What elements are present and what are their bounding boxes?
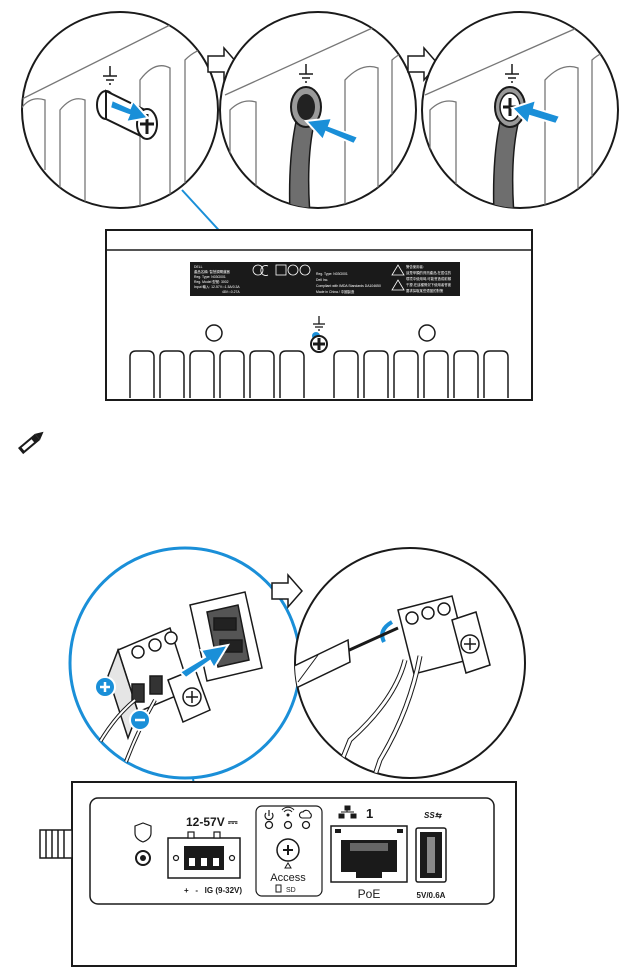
- device-top-view: DELL 產品名稱: 智慧調閘道器 Reg. Type: N03G001 Reg…: [105, 229, 533, 401]
- usb-rating: 5V/0.6A: [417, 891, 446, 900]
- poe-label: PoE: [358, 887, 381, 901]
- label-line: DELL: [194, 265, 203, 269]
- sd-label: SD: [286, 887, 296, 894]
- screwdriver-icon: [295, 626, 399, 691]
- power-step-2-circle: [294, 547, 526, 779]
- device-front-panel: 12-57V ⎓ + - IG (9-32V): [39, 781, 517, 967]
- security-shield-icon: [134, 822, 152, 843]
- wire-lug-icon: [290, 86, 322, 128]
- pin-labels: + - IG (9-32V): [184, 886, 242, 895]
- port-number: 1: [366, 806, 373, 821]
- insert-arrow-icon: [303, 116, 360, 146]
- ground-wire: [288, 121, 315, 208]
- positive-terminal-icon: [94, 676, 116, 698]
- mount-hole: [418, 324, 436, 342]
- power-led: [264, 820, 274, 830]
- power-terminal-socket[interactable]: [167, 831, 241, 879]
- step-arrow-icon: [271, 573, 303, 609]
- label-line: 48V⎓0.27A: [222, 290, 240, 294]
- antenna-connector-icon: [39, 829, 73, 859]
- compliance-line: Reg. Type: N03G001: [316, 272, 348, 276]
- heatsink-fins: [129, 350, 509, 398]
- usb-port[interactable]: [415, 827, 447, 883]
- mount-hole: [205, 324, 223, 342]
- note-pencil-icon: [18, 431, 44, 455]
- triangle-icon: [284, 862, 292, 869]
- access-screw-icon[interactable]: [276, 838, 300, 862]
- warning-line: 要求採取某些適當的對策: [406, 288, 444, 293]
- network-icon: [338, 805, 357, 819]
- insert-arrow-icon: [178, 643, 231, 680]
- compliance-line: Made in China / 中國製造: [316, 289, 355, 294]
- power-wires: [368, 655, 422, 778]
- ground-symbol: [505, 64, 519, 83]
- reset-button[interactable]: [135, 850, 151, 866]
- terminal-plug: [107, 626, 211, 741]
- compliance-line: Compliant with IMDA Standards DA104650: [316, 284, 381, 288]
- negative-terminal-icon: [129, 709, 151, 731]
- wireless-led: [283, 820, 293, 830]
- access-label: Access: [270, 872, 306, 884]
- label-line: Input 輸入: 12-57V⎓1.5A/0.3A: [194, 284, 240, 289]
- remove-arrow-icon: [108, 98, 150, 124]
- wireless-icon: [281, 806, 295, 817]
- sd-card-icon: [275, 884, 282, 893]
- power-wires: [328, 659, 407, 778]
- ground-symbol: [299, 64, 313, 83]
- status-led-group: Access SD: [255, 805, 323, 897]
- cloud-led: [301, 820, 311, 830]
- connector-voltage-label: 12-57V ⎓: [186, 815, 238, 829]
- ground-screw-icon: [310, 335, 328, 353]
- ground-step-2-circle: [219, 11, 417, 209]
- rotate-arrow-icon: [380, 620, 394, 643]
- warning-line: 這是甲類的資訊產品,在居住的: [406, 270, 452, 275]
- ground-symbol: [103, 66, 117, 85]
- warning-line: 環境中使用時,可能會造成射頻: [406, 276, 452, 281]
- ground-step-1-circle: [21, 11, 219, 209]
- ground-symbol: [313, 316, 325, 331]
- usb-logo-icon: SS⇆: [424, 811, 443, 820]
- compliance-line: Dell Inc.: [316, 278, 328, 282]
- power-icon: [264, 810, 274, 821]
- certification-marks-icon: [252, 264, 405, 291]
- ground-step-3-circle: [421, 11, 619, 209]
- warning-line: 干擾,在這種情況下使用者會被: [406, 282, 452, 287]
- power-step-1-circle: [68, 546, 302, 780]
- ethernet-port[interactable]: [330, 825, 408, 883]
- warning-line: 警告使用者:: [406, 264, 424, 269]
- label-line: Reg. Model 型號: 3002: [194, 279, 229, 284]
- label-line: Reg. Type: N03G001: [194, 275, 226, 279]
- ground-wire: [492, 121, 519, 208]
- fastened-screw-icon: [494, 86, 526, 128]
- terminal-plug: [397, 595, 491, 675]
- cloud-icon: [298, 809, 312, 819]
- regulatory-label: DELL 產品名稱: 智慧調閘道器 Reg. Type: N03G001 Reg…: [190, 262, 460, 296]
- label-line: 產品名稱: 智慧調閘道器: [194, 269, 230, 274]
- tighten-arrow-icon: [510, 98, 562, 126]
